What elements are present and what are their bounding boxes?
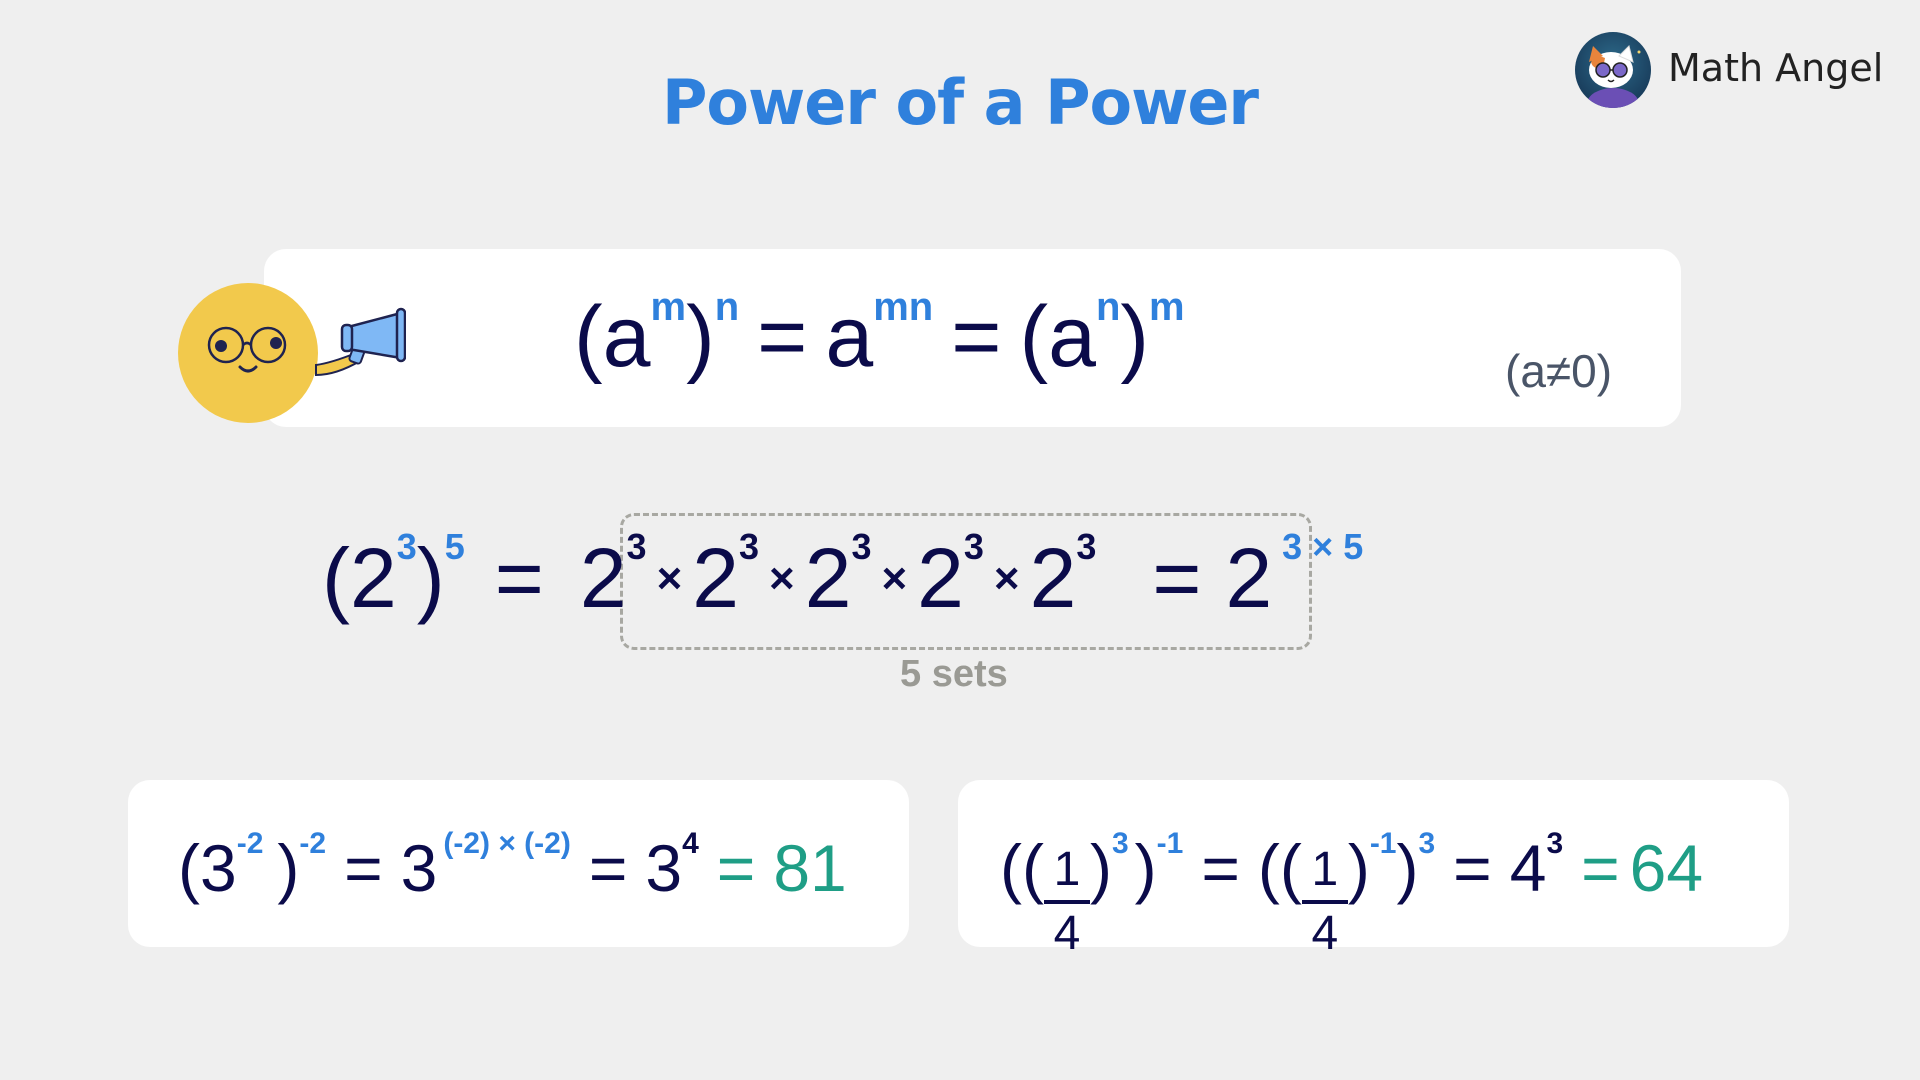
paren-open: ( (322, 531, 350, 625)
paren-close: ) (1120, 289, 1150, 385)
paren-close: ) (1134, 831, 1157, 905)
inner-exponent: -2 (236, 827, 264, 860)
product-exponent: mn (873, 285, 934, 329)
base-a: a (1048, 289, 1096, 385)
paren-close: ) (277, 831, 300, 905)
brand-name: Math Angel (1668, 46, 1884, 90)
base: 2 (349, 531, 397, 625)
example-card-fraction (958, 780, 1789, 947)
result-value: 81 (773, 831, 847, 905)
paren-close: ) (686, 289, 715, 385)
example-equation: ( 2 3 ) 5 = 2 3 × 2 3 × 2 3 × 2 3 × 2 3 … (322, 526, 1363, 627)
outer-exponent: m (1149, 285, 1185, 329)
base-a: a (825, 289, 874, 385)
factor-exponent: 3 (626, 526, 647, 567)
negative-exponent-equation: ( 3 -2 ) -2 = 3 (-2) × (-2) = 3 4 = 81 (178, 827, 847, 906)
step2-base: 3 (645, 831, 683, 905)
numerator: 1 (1311, 843, 1339, 896)
outer-exponent: -2 (299, 827, 327, 860)
equals-sign: = (1453, 831, 1492, 905)
inner-exponent: 3 (396, 526, 417, 567)
paren-open: ( (574, 289, 603, 385)
paren-open: ( (1019, 289, 1049, 385)
factor-exponent: 3 (963, 526, 984, 567)
denominator: 4 (1053, 907, 1081, 960)
times-sign: × (993, 554, 1020, 603)
equals-sign: = (1152, 531, 1202, 625)
fraction-equation: (( 1 4 ) 3 ) -1 = (( 1 4 ) -1 ) 3 = 4 3 … (1000, 827, 1704, 964)
inner-exponent: m (650, 285, 687, 329)
factor-base: 2 (579, 531, 627, 625)
equals-sign-result: = (1581, 831, 1620, 905)
expansion-group-box (620, 513, 1312, 650)
equals-sign: = (344, 831, 383, 905)
paren-close: ) (416, 531, 445, 625)
page-title: Power of a Power (661, 66, 1259, 139)
mascot-megaphone-icon (176, 283, 406, 433)
power-rule-formula: ( a m ) n = a mn = ( a n ) m (574, 285, 1185, 387)
paren-close: ) (1347, 831, 1370, 905)
equals-sign: = (588, 831, 628, 905)
nonzero-condition: (a≠0) (1505, 345, 1613, 397)
paren-open: (( (1257, 831, 1302, 905)
times-sign: × (881, 554, 908, 603)
numerator: 1 (1053, 843, 1081, 896)
factor-base: 2 (804, 531, 852, 625)
result-exponent: 3 × 5 (1282, 526, 1364, 567)
result-base: 2 (1225, 531, 1273, 625)
equals-sign: = (1201, 831, 1240, 905)
equals-sign: = (757, 289, 808, 385)
step2-exponent: 4 (682, 827, 699, 860)
sets-count-label: 5 sets (900, 653, 1008, 695)
factor-base: 2 (917, 531, 964, 625)
inner-exponent: 3 (1111, 827, 1129, 860)
brand-logo-icon (1575, 32, 1651, 108)
factor-exponent: 3 (851, 526, 872, 567)
factor-base: 2 (1029, 531, 1077, 625)
factor-base: 2 (692, 531, 739, 625)
factor-exponent: 3 (1076, 526, 1097, 567)
inner-exponent: -1 (1369, 827, 1397, 860)
times-sign: × (769, 554, 795, 603)
times-sign: × (656, 554, 683, 603)
fraction-one-quarter: 1 4 (1043, 843, 1090, 960)
equals-sign-result: = (716, 831, 756, 905)
paren-close: ) (1089, 831, 1112, 905)
equals-sign: = (494, 531, 544, 625)
base: 3 (199, 831, 237, 905)
paren-open: ( (178, 831, 200, 905)
result-value: 64 (1629, 831, 1704, 905)
step2-exponent: 3 (1546, 827, 1564, 860)
paren-open: (( (1000, 831, 1044, 905)
outer-exponent: n (714, 285, 740, 329)
fraction-one-quarter: 1 4 (1301, 843, 1348, 960)
inner-exponent: n (1095, 285, 1121, 329)
example-card-negative-exponents (128, 780, 909, 947)
step2-base: 4 (1509, 831, 1547, 905)
factor-exponent: 3 (738, 526, 760, 567)
equals-sign: = (951, 289, 1002, 385)
paren-close: ) (1396, 831, 1419, 905)
step1-base: 3 (400, 831, 438, 905)
outer-exponent: 5 (444, 526, 465, 567)
outer-exponent: -1 (1156, 827, 1184, 860)
fraction-bar (1043, 900, 1090, 904)
rule-card (264, 249, 1681, 427)
fraction-bar (1301, 900, 1348, 904)
outer-exponent: 3 (1418, 827, 1436, 860)
denominator: 4 (1311, 907, 1339, 960)
step1-exponent: (-2) × (-2) (443, 827, 571, 860)
base-a: a (602, 289, 651, 385)
